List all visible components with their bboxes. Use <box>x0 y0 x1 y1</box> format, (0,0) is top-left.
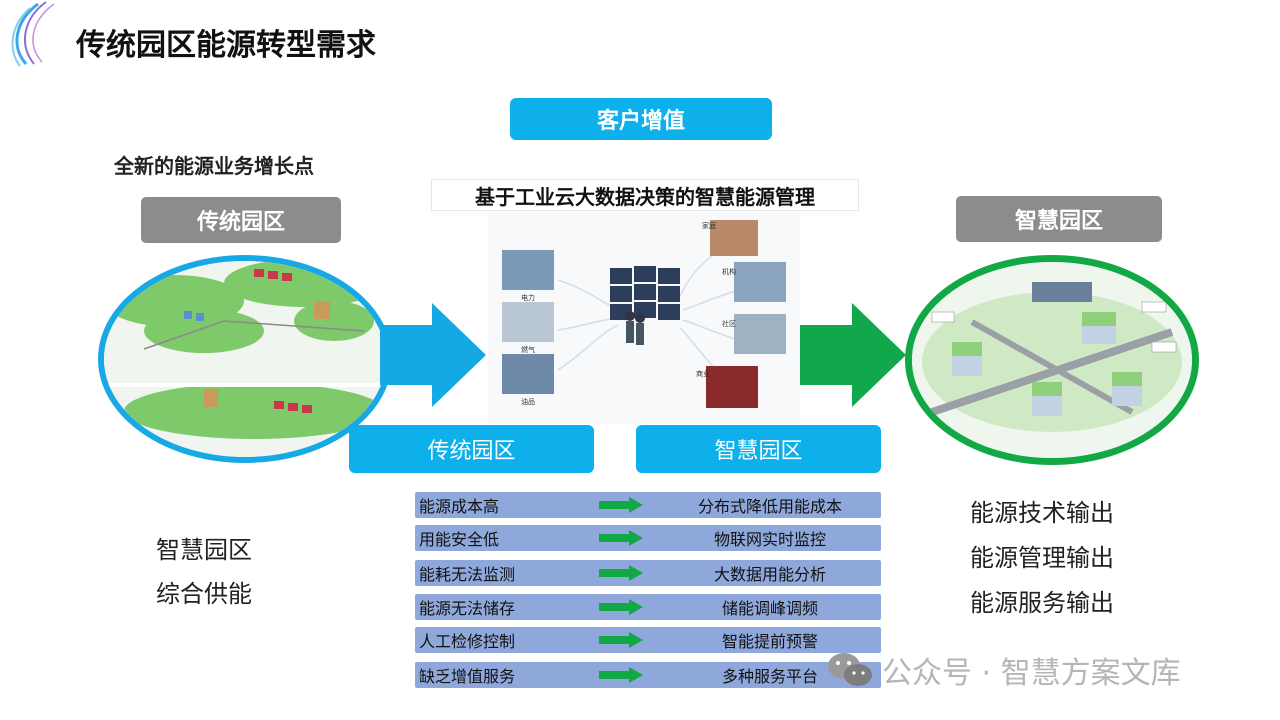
problem-text: 人工检修控制 <box>419 632 516 651</box>
source-label: 油品 <box>521 397 535 406</box>
source-label: 电力 <box>521 293 535 302</box>
watermark: 公众号 · 智慧方案文库 <box>826 648 1181 692</box>
consumer-label: 机构 <box>722 267 736 276</box>
customer-value-banner: 客户增值 <box>510 98 772 140</box>
energy-management-diagram: 电力 燃气 油品 家庭 机构 社区 商业 <box>488 210 800 424</box>
comparison-row: 人工检修控制 智能提前预警 <box>415 627 881 653</box>
solution-text: 物联网实时监控 <box>713 530 826 549</box>
green-arrow-icon <box>599 565 643 581</box>
column-header-traditional: 传统园区 <box>349 425 594 473</box>
solution-text: 智能提前预警 <box>721 632 818 651</box>
traditional-park-tag: 传统园区 <box>141 197 341 243</box>
smart-park-label: 智慧园区 <box>156 536 252 564</box>
consumer-label: 家庭 <box>702 221 716 230</box>
comparison-row: 能耗无法监测 大数据用能分析 <box>415 560 881 586</box>
solution-text: 多种服务平台 <box>721 667 818 686</box>
output-item: 能源技术输出 <box>970 499 1114 527</box>
consumer-label: 社区 <box>722 319 736 328</box>
page-title: 传统园区能源转型需求 <box>76 28 376 63</box>
solution-text: 分布式降低用能成本 <box>697 497 842 516</box>
problem-text: 能源无法储存 <box>419 599 516 618</box>
green-arrow-icon <box>599 667 643 683</box>
smart-park-illustration <box>905 255 1199 465</box>
center-caption: 基于工业云大数据决策的智慧能源管理 <box>432 180 858 210</box>
solution-text: 大数据用能分析 <box>713 565 826 584</box>
comparison-row: 能源无法储存 储能调峰调频 <box>415 594 881 620</box>
green-arrow-icon <box>800 303 906 407</box>
comparison-row: 用能安全低 物联网实时监控 <box>415 525 881 551</box>
wechat-icon <box>828 653 872 686</box>
green-arrow-icon <box>599 497 643 513</box>
green-arrow-icon <box>599 530 643 546</box>
traditional-park-illustration <box>98 255 392 463</box>
output-list: 能源技术输出 能源管理输出 能源服务输出 <box>970 491 1114 626</box>
watermark-text: 公众号 · 智慧方案文库 <box>882 656 1181 691</box>
column-header-smart: 智慧园区 <box>636 425 881 473</box>
integrated-supply-label: 综合供能 <box>156 580 252 608</box>
problem-text: 用能安全低 <box>419 530 500 549</box>
problem-text: 缺乏增值服务 <box>419 667 516 686</box>
comparison-row: 能源成本高 分布式降低用能成本 <box>415 492 881 518</box>
problem-text: 能源成本高 <box>419 497 500 516</box>
logo-swoosh-icon <box>11 1 55 67</box>
blue-arrow-icon <box>380 303 486 407</box>
consumer-label: 商业 <box>696 369 710 378</box>
problem-text: 能耗无法监测 <box>419 565 516 584</box>
solution-text: 储能调峰调频 <box>721 599 818 618</box>
source-label: 燃气 <box>521 345 535 354</box>
smart-park-tag: 智慧园区 <box>956 196 1162 242</box>
green-arrow-icon <box>599 632 643 648</box>
comparison-row: 缺乏增值服务 多种服务平台 <box>415 662 881 688</box>
output-item: 能源服务输出 <box>970 589 1114 617</box>
output-item: 能源管理输出 <box>970 544 1114 572</box>
green-arrow-icon <box>599 599 643 615</box>
growth-subtitle: 全新的能源业务增长点 <box>114 154 314 178</box>
